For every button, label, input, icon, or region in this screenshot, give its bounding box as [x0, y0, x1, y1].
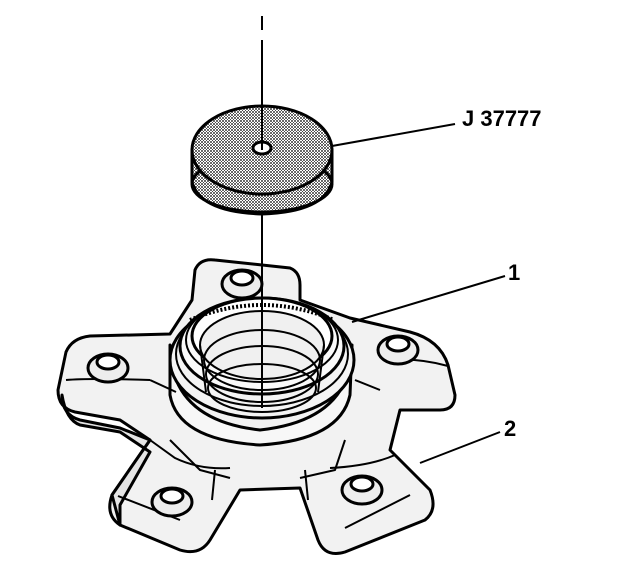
wheel-stud-left [86, 352, 130, 384]
hub-rib-right [299, 379, 381, 479]
leader-tool [331, 123, 456, 147]
hub-flange-skirt [60, 393, 152, 527]
wheel-studs [86, 268, 420, 518]
callout-tool-label: J 37777 [462, 106, 542, 131]
leader-lines [331, 123, 506, 464]
callout-hub-label: 2 [504, 416, 516, 441]
wheel-stud-top [220, 268, 264, 300]
callout-seal-label: 1 [508, 260, 520, 285]
wheel-stud-bottom-right [340, 474, 384, 506]
leader-hub [419, 431, 501, 464]
leader-seal [351, 275, 506, 323]
wheel-stud-bottom-left [150, 486, 194, 518]
hub-rib-left [149, 379, 231, 479]
wheel-stud-right [376, 334, 420, 366]
